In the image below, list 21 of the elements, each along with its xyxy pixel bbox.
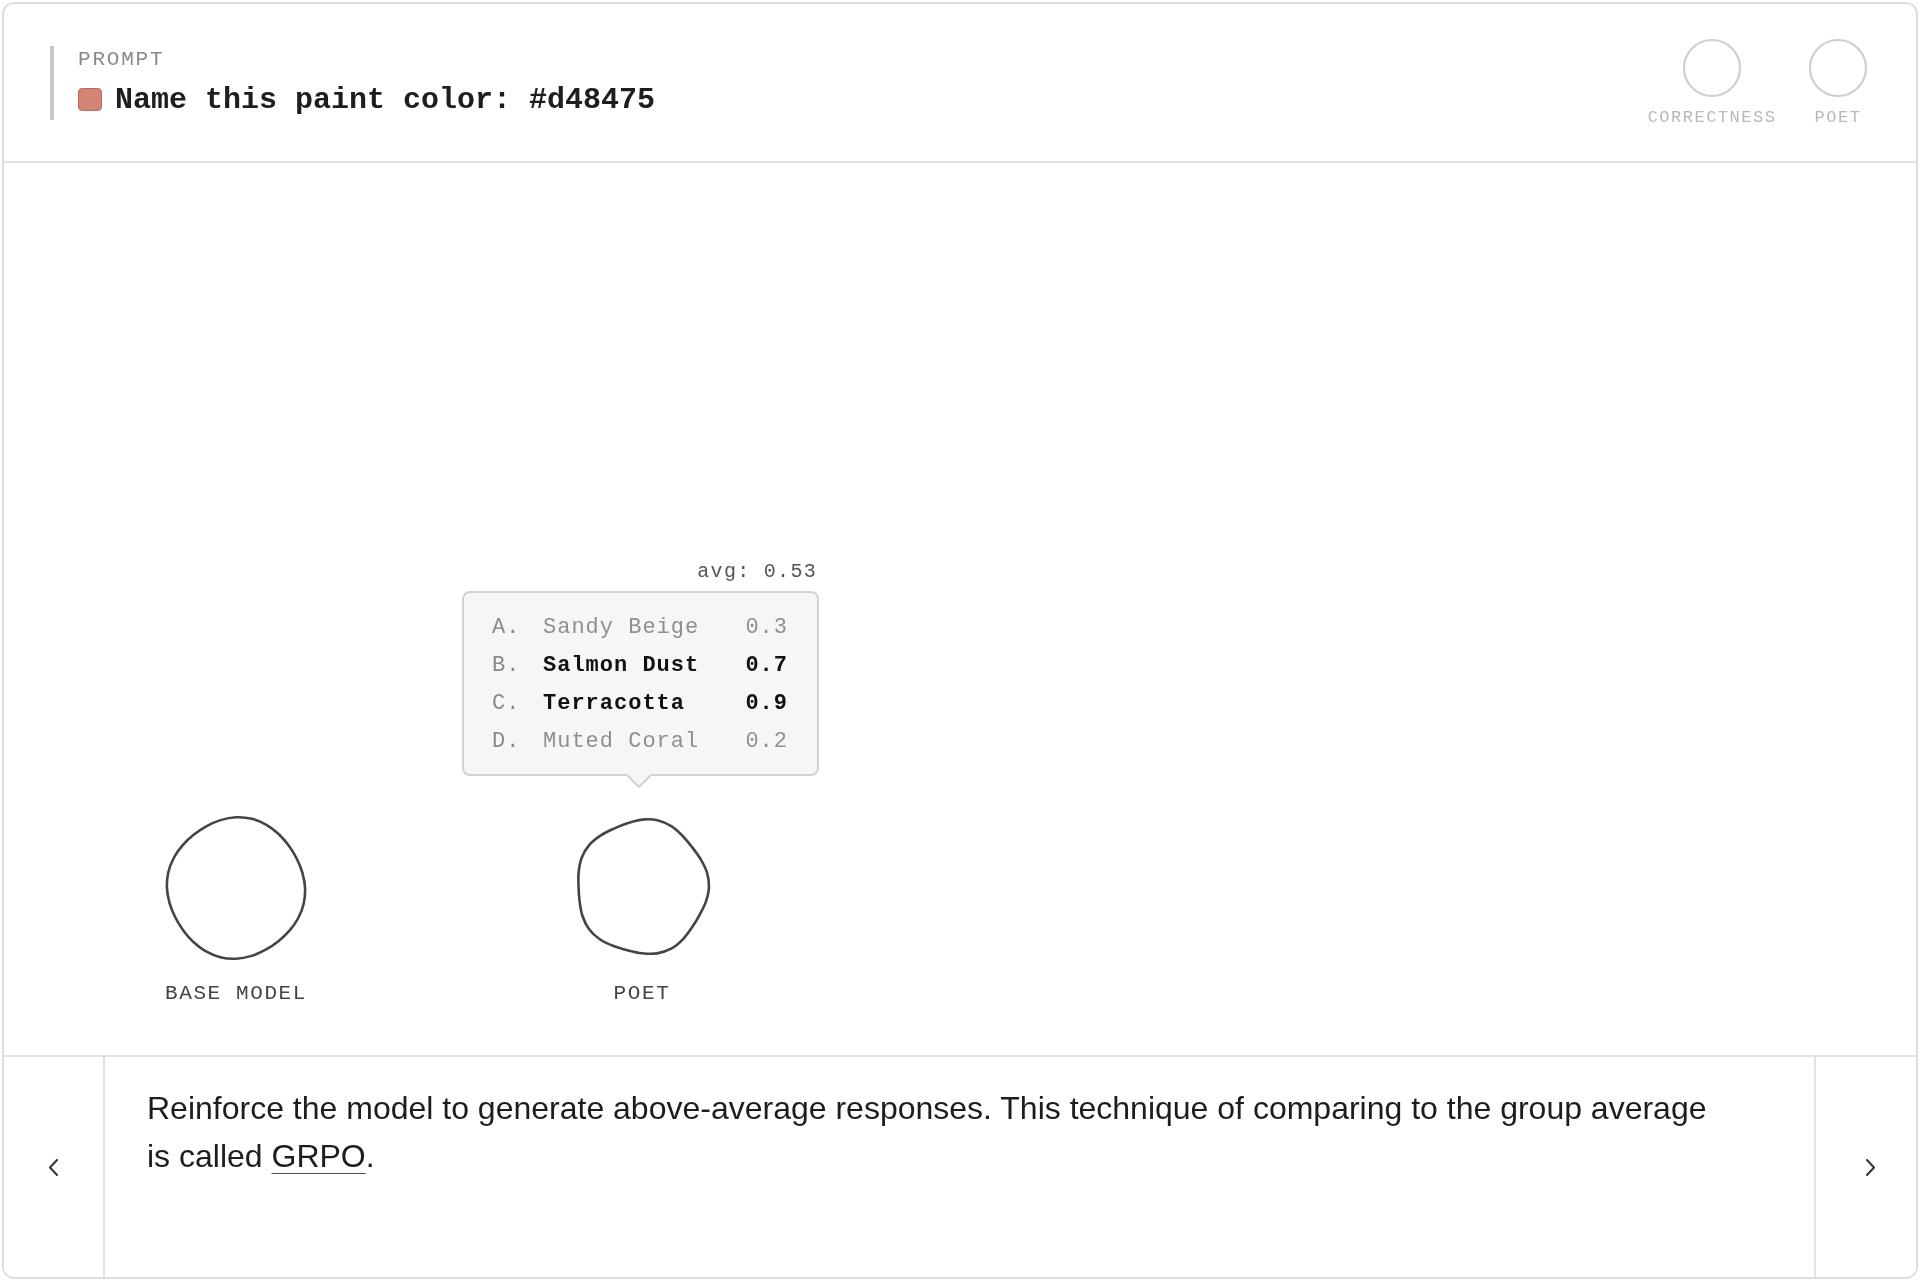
color-name: Sandy Beige [543, 615, 700, 641]
color-name: Terracotta [543, 691, 686, 717]
option-letter: A. [492, 615, 521, 641]
node-label: POET [1814, 108, 1862, 128]
option-letter: C. [492, 691, 521, 717]
option-letter: B. [492, 653, 521, 679]
average-score: avg: 0.53 [697, 559, 817, 583]
score-value: 0.9 [745, 691, 788, 717]
option-letter: D. [492, 729, 521, 755]
node-label: CORRECTNESS [1647, 108, 1777, 128]
node-label: POET [613, 981, 671, 1007]
score-value: 0.2 [745, 729, 788, 755]
score-value: 0.3 [745, 615, 788, 641]
color-name: Salmon Dust [543, 653, 700, 679]
term-link: GRPO [271, 1138, 366, 1174]
color-name: Muted Coral [543, 729, 700, 755]
score-value: 0.7 [745, 653, 788, 679]
section-label: PROMPT [78, 47, 165, 73]
node-label: BASE MODEL [165, 981, 307, 1007]
prompt-text: Name this paint color: #d48475 [115, 82, 656, 118]
step-description: Reinforce the model to generate above-average responses. This technique of comparing to the group average is called GRPO. [147, 1089, 1708, 1176]
